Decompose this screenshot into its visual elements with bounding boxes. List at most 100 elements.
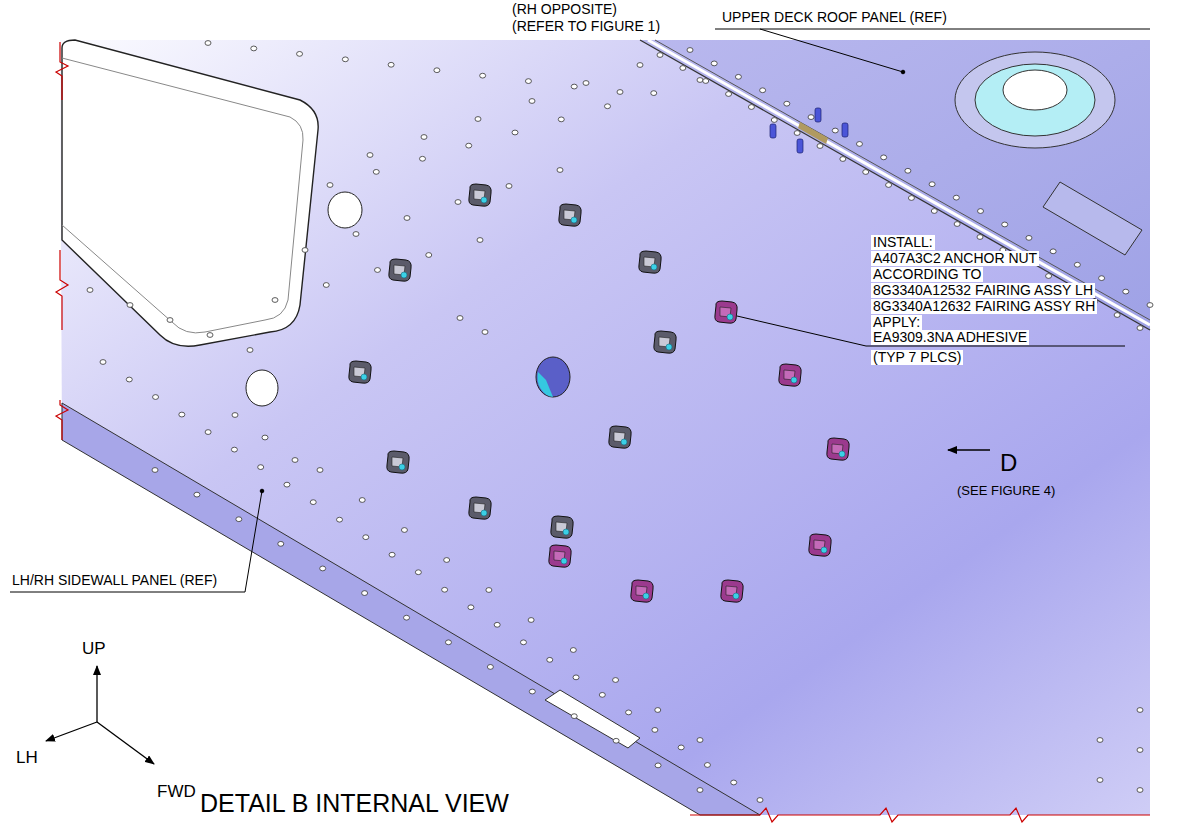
- rivet-hole: [1002, 222, 1008, 227]
- break-lines: [56, 42, 1150, 822]
- anchor-nut-bore: [361, 374, 367, 380]
- rivet-hole: [434, 68, 440, 73]
- note-label: UPPER DECK ROOF PANEL (REF): [722, 10, 947, 25]
- anchor-nut: [715, 301, 737, 323]
- note-label: LH/RH SIDEWALL PANEL (REF): [12, 573, 217, 588]
- note-label: ACCORDING TO: [871, 267, 983, 282]
- anchor-nut-body: [721, 580, 743, 602]
- anchor-nut: [349, 361, 371, 383]
- break-line: [56, 42, 68, 100]
- rivet-hole: [1137, 748, 1143, 753]
- roof-fastener: [815, 108, 821, 122]
- rivet-hole: [757, 798, 763, 803]
- rivet-hole: [652, 728, 658, 733]
- rivet-hole: [687, 48, 693, 53]
- rivet-hole: [711, 61, 717, 66]
- note-label: (RH OPPOSITE): [512, 2, 617, 17]
- sidewall-panel: [60, 40, 1150, 815]
- rivet-hole: [126, 377, 132, 382]
- rivet-hole: [420, 156, 426, 161]
- rivet-hole: [317, 468, 323, 473]
- rivet-hole: [529, 99, 535, 104]
- rivet-hole: [426, 253, 432, 258]
- anchor-nut-bore: [571, 217, 577, 223]
- note-label: 8G3340A12632 FAIRING ASSY RH: [871, 299, 1097, 314]
- rivet-hole: [583, 81, 589, 86]
- anchor-nut: [779, 364, 801, 386]
- rivet-hole: [512, 130, 518, 135]
- rivet-hole: [726, 92, 732, 97]
- rivet-hole: [599, 692, 605, 697]
- leader-line: [760, 29, 903, 72]
- anchor-nut: [827, 438, 849, 460]
- rivet-hole: [655, 763, 661, 768]
- rivet-hole: [506, 184, 512, 189]
- rivet-hole: [953, 195, 959, 200]
- leader-lines: [10, 29, 1150, 592]
- anchor-nut-bore: [839, 451, 845, 457]
- rivet-hole: [651, 91, 657, 96]
- rivet-hole: [657, 53, 663, 58]
- rivet-hole: [570, 648, 576, 653]
- rivet-hole: [404, 615, 410, 620]
- rivet-hole: [905, 168, 911, 173]
- anchor-nut-bore: [621, 439, 627, 445]
- anchor-nut: [551, 516, 573, 538]
- rivet-hole: [808, 115, 814, 120]
- anchor-nut-bore: [643, 593, 649, 599]
- rivet-hole: [487, 665, 493, 670]
- anchor-nut: [609, 426, 631, 448]
- rivet-hole: [482, 330, 488, 335]
- rivet-hole: [1137, 326, 1143, 331]
- roof-fitting: [955, 52, 1115, 148]
- rivet-hole: [977, 235, 983, 240]
- rivet-hole: [557, 168, 563, 173]
- anchor-nut: [631, 580, 653, 602]
- rivet-hole: [571, 714, 577, 719]
- break-line: [56, 250, 68, 330]
- rivet-hole: [292, 458, 298, 463]
- rivet-hole: [954, 222, 960, 227]
- rivet-hole: [342, 57, 348, 62]
- rivet-hole: [881, 155, 887, 160]
- rivet-hole: [167, 318, 173, 323]
- rivet-hole: [320, 566, 326, 571]
- rivet-hole: [771, 118, 777, 123]
- rivet-hole: [680, 66, 686, 71]
- rivet-hole: [1137, 788, 1143, 793]
- anchor-nut-bore: [791, 377, 797, 383]
- rivet-hole: [929, 182, 935, 187]
- rivet-hole: [262, 435, 268, 440]
- rivet-hole: [494, 622, 500, 627]
- note-label: UP: [82, 640, 106, 659]
- rivet-hole: [520, 640, 526, 645]
- rivet-hole: [748, 105, 754, 110]
- rivet-hole: [302, 248, 308, 253]
- anchor-nut-body: [609, 426, 631, 448]
- rivet-hole: [908, 196, 914, 201]
- rivet-hole: [445, 640, 451, 645]
- rivet-hole: [401, 528, 407, 533]
- leader-line: [737, 316, 1125, 346]
- rivet-hole: [931, 209, 937, 214]
- rivet-hole: [278, 541, 284, 546]
- rivet-hole: [353, 232, 359, 237]
- rivet-hole: [784, 101, 790, 106]
- rivet-hole: [605, 104, 611, 109]
- leader-line: [715, 29, 1150, 30]
- rivet-hole: [731, 780, 737, 785]
- anchor-nut-bore: [481, 510, 487, 516]
- anchor-nut-bore: [399, 464, 405, 470]
- anchor-nut: [809, 534, 831, 556]
- rivet-hole: [247, 348, 253, 353]
- rivet-hole: [978, 209, 984, 214]
- rivet-hole: [703, 79, 709, 84]
- rivet-hole: [375, 268, 381, 273]
- rivet-hole: [480, 73, 486, 78]
- axis-arrow: [96, 666, 97, 722]
- break-line: [56, 400, 68, 440]
- note-label: 8G3340A12532 FAIRING ASSY LH: [871, 283, 1095, 298]
- panel-hole: [536, 357, 570, 397]
- anchor-nut: [389, 259, 411, 281]
